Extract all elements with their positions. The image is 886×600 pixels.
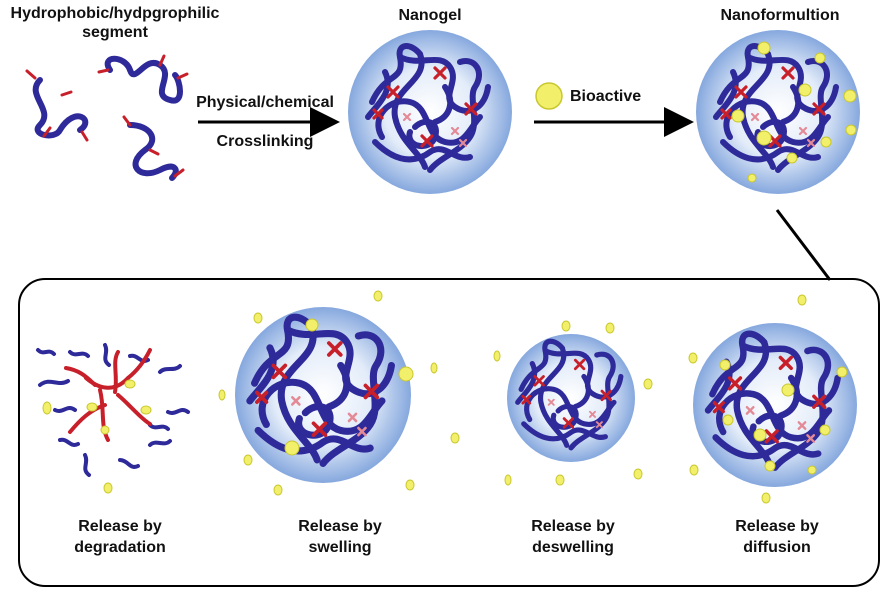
swelling-sphere [218,290,460,496]
arrow1-top-label: Physical/chemical [196,94,334,111]
deswelling-sphere [493,320,653,486]
release-panel [18,278,880,587]
release-deswelling-line2: deswelling [532,539,614,556]
segment-label-line1: Hydrophobic/hydpgrophilic [10,5,220,22]
nanoformulation-sphere [696,30,860,194]
arrow1-bottom-label: Crosslinking [216,133,314,150]
release-swelling-line2: swelling [308,539,372,556]
release-diffusion-line2: diffusion [743,539,811,556]
release-degradation-line1: Release by [78,518,162,535]
polymer-segments [25,54,189,181]
nanogel-title: Nanogel [398,7,462,24]
release-swelling-line1: Release by [298,518,382,535]
nanoformulation-title: Nanoformultion [720,7,840,24]
segment-label-line2: segment [82,24,148,41]
connector-line [775,209,832,281]
release-deswelling-line1: Release by [531,518,615,535]
diffusion-sphere [688,294,857,504]
bioactive-legend-dot [535,82,563,110]
degradation-fragments [36,343,190,494]
bioactive-label: Bioactive [570,88,642,105]
nanogel-sphere [348,30,512,194]
release-diffusion-line1: Release by [735,518,819,535]
release-degradation-line2: degradation [74,539,166,556]
